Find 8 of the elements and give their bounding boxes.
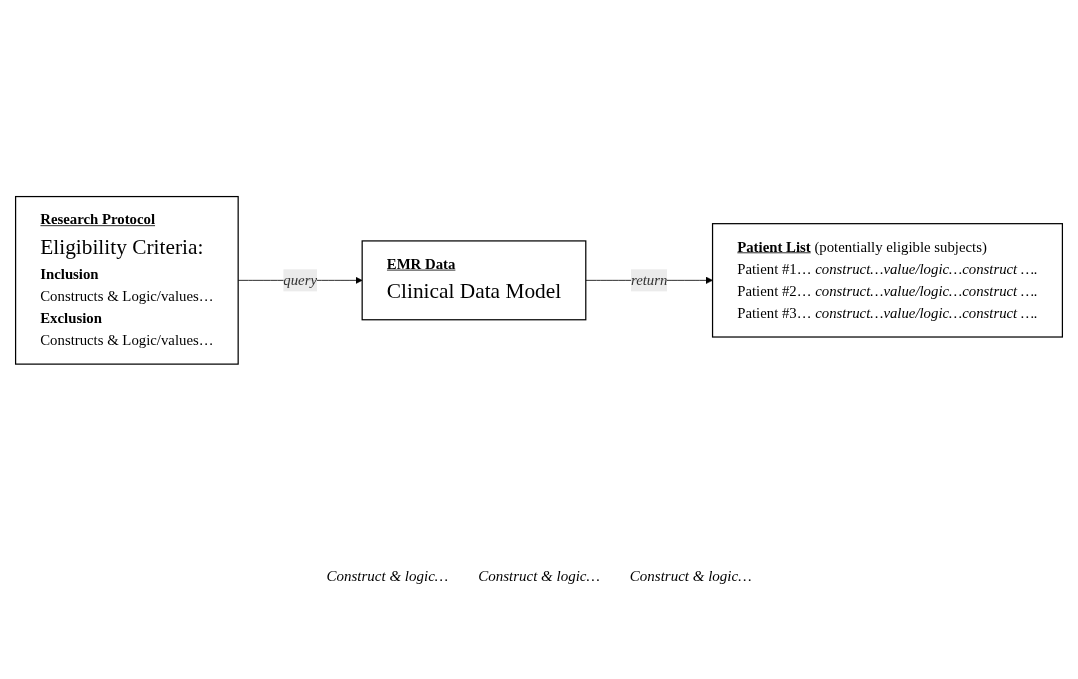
node-box: Research Protocol Eligibility Criteria: Inclusion Constructs & Logic/values… Exclusion Constructs & Logic/values… — [15, 195, 239, 365]
edge-label: query — [283, 271, 317, 288]
arrow-note: Construct & logic… — [478, 568, 600, 585]
edge-label: return — [630, 271, 668, 288]
node-box: Patient List (potentially eligible subjects) Patient #1… construct…value/logic…construct …. Patient #2… construct…value/logic…construct …. Patient #3… construct…value/logic…construct …. — [711, 222, 1063, 338]
node-box: EMR Data Clinical Data Model — [361, 239, 587, 321]
arrow-note: Construct & logic… — [629, 568, 752, 585]
arrow-note: Construct & logic… — [326, 568, 449, 585]
